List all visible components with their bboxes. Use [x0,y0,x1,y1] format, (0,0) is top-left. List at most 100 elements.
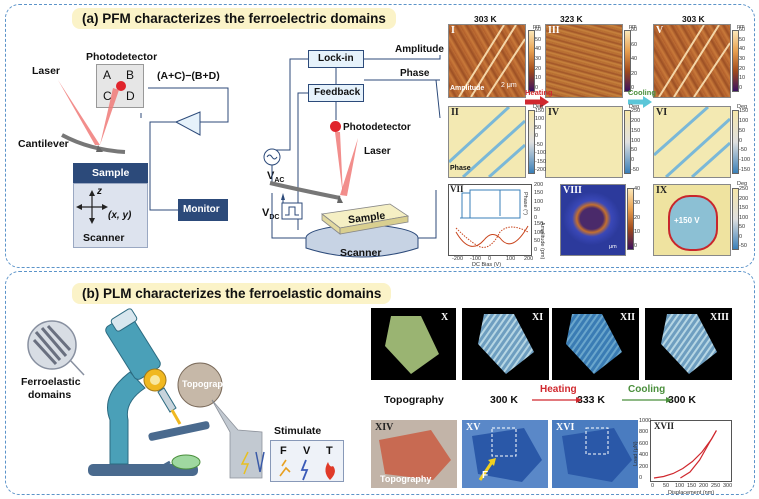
laser-spot-right [330,121,341,132]
axis-z: z [97,186,102,197]
scale-bar: 2 μm [501,82,517,89]
tick-label: 80 [631,27,638,33]
tick-label: 250 [631,108,641,114]
stim-t: T [326,445,333,457]
photodetector-right-label: Photodetector [343,122,411,133]
unit-ix: Deg [737,181,748,187]
cooling-label-a: Cooling [628,88,656,97]
vdc-label: VDC [262,207,279,221]
tick-label: 50 [663,483,670,489]
tick-label: 20 [631,70,638,77]
photodetector-label: Photodetector [86,51,158,63]
tick-label: 0 [639,475,643,481]
micro-xi [462,308,549,380]
tick-label: 10 [634,228,641,235]
micro-x [371,308,456,380]
map-iv [545,106,623,178]
formula: (A+C)−(B+D) [157,70,220,82]
xvii-series-1 [680,430,717,479]
scanner-right-label: Scanner [340,247,382,259]
vii-dc-bias: DC Bias (V) [472,262,502,268]
tick-label: 200 [631,117,641,124]
cbar-viii [627,188,634,250]
tick-label: 50 [535,124,542,131]
tick-label: 100 [535,116,545,123]
unit-i: pm [533,24,541,30]
tick-label: 250 [739,186,749,192]
um-label: μm [609,244,617,250]
quadrant-b: B [126,68,135,82]
monitor-label: Monitor [183,204,220,215]
amplitude-in-map: Amplitude [450,85,485,92]
plus150-label: +150 V [674,216,700,225]
xvii-disp-axis: Displacement (nm) [668,490,715,496]
label-xv: XV [466,422,481,433]
phase-in-map: Phase [450,165,471,172]
tick-label: 40 [634,186,641,192]
micro-xv [462,420,548,488]
cbar-ii [528,110,535,174]
vdc-v: V [262,207,270,219]
cbar-v [732,30,739,92]
tick-label: -100 [470,256,482,262]
tick-label: 30 [535,56,542,62]
scanner-left-label: Scanner [83,232,125,244]
tick-label: 40 [739,46,746,53]
tick-label: 20 [535,65,542,72]
map-iii [545,24,623,98]
feedback-label: Feedback [314,87,361,98]
tick-label: 60 [739,27,746,33]
tick-label: 60 [535,27,542,33]
tick-label: 100 [506,256,516,262]
label-i: I [451,25,455,36]
label-iii: III [548,25,560,36]
label-x: X [441,312,449,323]
cantilever-label: Cantilever [18,138,69,150]
heating-label-a: Heating [525,88,553,97]
tick-label: 100 [739,117,749,124]
tick-label: 40 [535,46,542,53]
map-vi [653,106,731,178]
label-xvi: XVI [556,422,575,433]
tick-label: 200 [739,195,749,202]
tick-label: -50 [739,243,747,249]
tick-label: 100 [534,229,544,236]
cbar-vi [732,110,739,174]
topography-bubble: Topography [182,379,234,389]
xiv-topography: Topography [380,474,432,484]
label-ix: IX [656,185,668,196]
tick-label: 0 [631,85,635,91]
tick-label: -200 [535,167,547,173]
ix-domain [668,195,718,251]
unit-v: pm [737,24,745,30]
tick-label: 250 [711,483,721,489]
laser-right-label: Laser [364,146,391,157]
tick-label: 100 [534,198,544,205]
tick-label: 200 [639,463,649,470]
vac-v: V [267,170,275,182]
map-viii [560,184,626,256]
tick-label: 50 [739,127,746,134]
tick-label: 600 [639,440,649,447]
micro-xii [552,308,639,380]
micro-xvi [552,420,638,488]
amplitude-label: Amplitude [395,44,444,55]
tick-label: 400 [639,452,649,459]
tick-label: -100 [535,150,547,157]
tick-label: 0 [534,247,538,253]
tick-label: 200 [524,256,534,262]
stim-f: F [280,445,287,457]
temp-2: 323 K [560,14,583,24]
unit-iv: Deg [629,104,640,110]
ferroelastic-line1: Ferroelastic [21,376,81,388]
tick-label: 200 [699,483,709,489]
row-333k: 333 K [577,394,606,406]
tick-label: 0 [651,483,655,489]
tick-label: 50 [535,36,542,43]
tick-label: 150 [535,108,545,114]
tick-label: -200 [452,256,464,262]
vdc-sub: DC [269,214,280,222]
label-xiii: XIII [710,312,729,323]
